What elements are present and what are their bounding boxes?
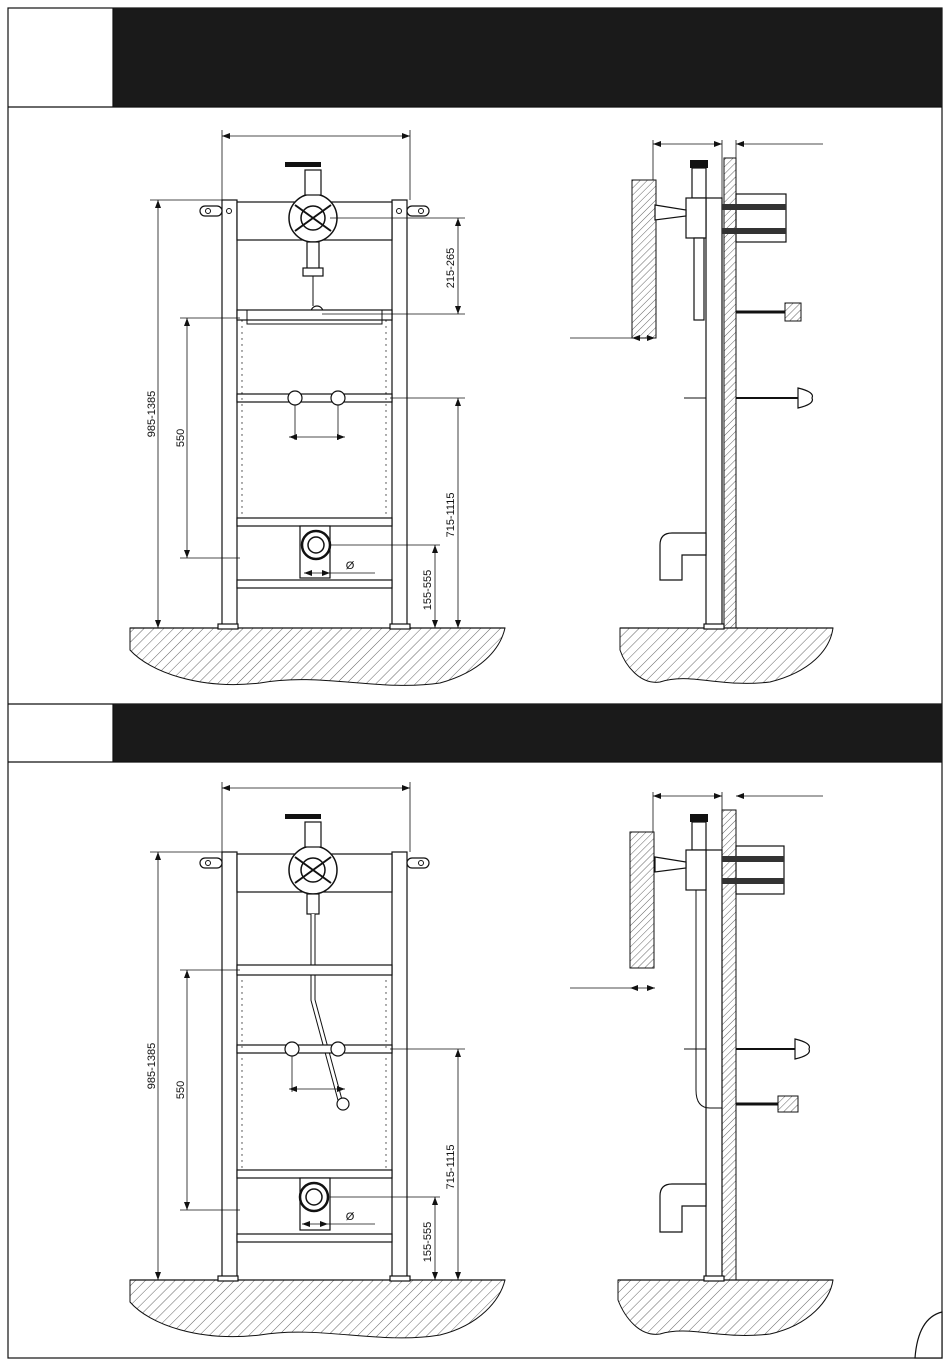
dim-valve-offset-1: 215-265 (445, 248, 457, 288)
dim-bottom-height-2: 155-555 (422, 1222, 434, 1262)
dim-total-height-2: 985-1385 (146, 1043, 158, 1090)
section-2-side-view (570, 792, 833, 1335)
section-2-front-view: 985-1385 550 715-1115 155-555 Ø (130, 782, 505, 1338)
dim-cross-spacing-2: 550 (175, 1081, 187, 1099)
page-border (8, 8, 942, 1358)
dim-outlet-height-1: 715-1115 (445, 493, 457, 538)
section-1-title-bar (113, 8, 942, 107)
dim-total-height-1: 985-1385 (146, 391, 158, 438)
section-2-title-bar (113, 704, 942, 762)
dim-diameter-1: Ø (346, 560, 355, 572)
section-2-header (8, 704, 942, 762)
section-1-front-view: 985-1385 550 215-265 715-1115 155-555 (130, 130, 505, 685)
dim-outlet-height-2: 715-1115 (445, 1145, 457, 1190)
section-1-header (8, 8, 942, 107)
dim-cross-spacing-1: 550 (175, 429, 187, 447)
section-1-side-view (570, 140, 833, 683)
dim-diameter-2: Ø (346, 1211, 355, 1223)
dim-bottom-height-1: 155-555 (422, 570, 434, 610)
page-corner (915, 1312, 942, 1358)
